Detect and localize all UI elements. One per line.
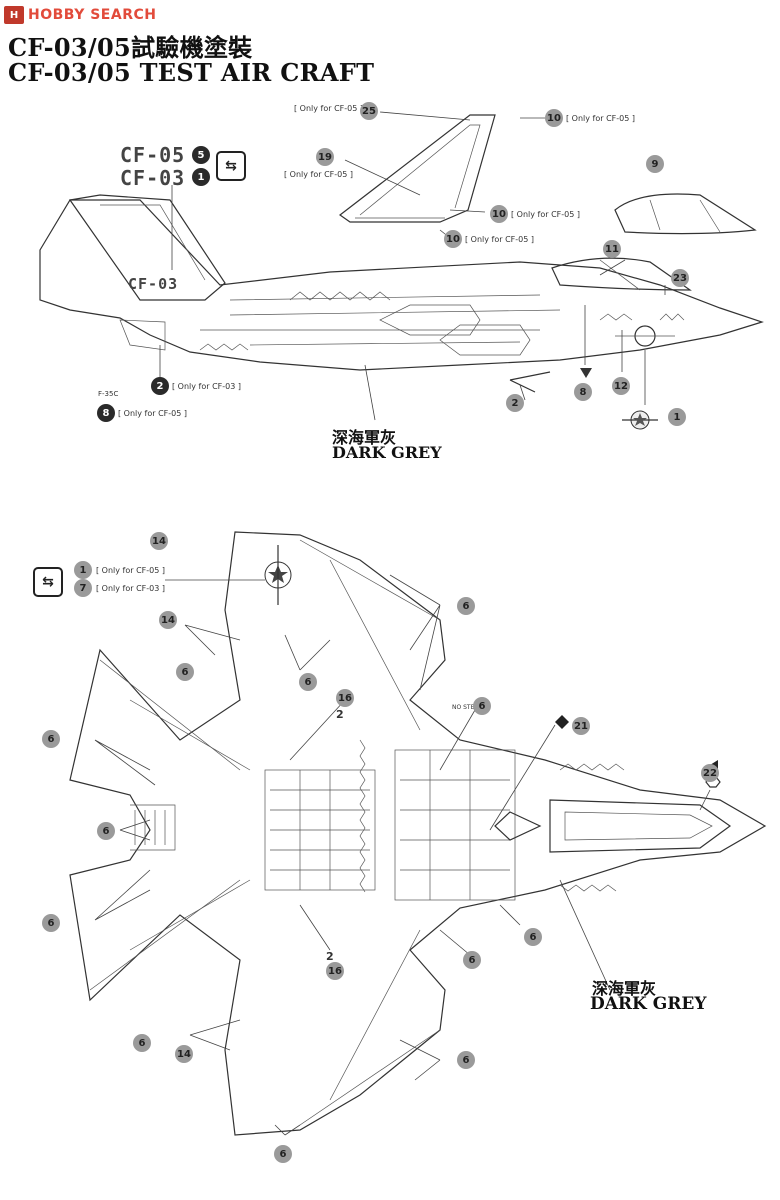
decal-number-6-mid: 6	[463, 951, 481, 969]
decal-number-14c: 14	[175, 1045, 193, 1063]
canopy-part	[614, 193, 757, 235]
code-cf03: CF-03	[120, 166, 186, 190]
decal-number-22: 22	[701, 764, 719, 782]
color-label-chinese-plan: 深海軍灰	[592, 979, 657, 998]
decal-number-1: 1	[192, 168, 210, 186]
decal-number-19: 19	[316, 148, 334, 166]
triangle-decal	[580, 368, 592, 378]
decal-number-6c: 6	[473, 697, 491, 715]
decal-number-5: 5	[192, 146, 210, 164]
title-chinese: CF-03/05試驗機塗裝	[8, 33, 253, 62]
label-2-top: 2	[336, 708, 344, 721]
decal-number-6-left3: 6	[42, 914, 60, 932]
note-only-cf05-25: [ Only for CF-05 ]	[294, 104, 363, 113]
decal-number-10c: 10	[444, 230, 462, 248]
decal-number-12: 12	[612, 377, 630, 395]
decal-number-8b: 8	[574, 383, 592, 401]
color-label-english-side: DARK GREY	[332, 443, 442, 462]
no-step-label: NO STEP	[452, 704, 479, 711]
decal-number-10a: 10	[545, 109, 563, 127]
decal-number-6b: 6	[299, 673, 317, 691]
decal-number-16-bottom: 16	[326, 962, 344, 980]
decal-number-1b: 1	[668, 408, 686, 426]
decal-number-11: 11	[603, 240, 621, 258]
title-english: CF-03/05 TEST AIR CRAFT	[8, 58, 375, 87]
decal-number-10b: 10	[490, 205, 508, 223]
roundel-decal	[622, 410, 658, 430]
decal-number-6-right-top: 6	[457, 597, 475, 615]
swap-arrows-icon-plan: ⇆	[33, 567, 63, 597]
horizontal-stabilizer-side	[338, 114, 496, 223]
label-f35c: F-35C	[98, 390, 119, 398]
note-only-cf05-19: [ Only for CF-05 ]	[284, 170, 353, 179]
decal-number-6g: 6	[274, 1145, 292, 1163]
decal-number-21: 21	[572, 717, 590, 735]
color-label-chinese-side: 深海軍灰	[332, 428, 397, 447]
decal-number-6-left1: 6	[42, 730, 60, 748]
tail-code: CF-03	[128, 275, 179, 293]
decal-number-14a: 14	[150, 532, 168, 550]
decal-number-6d: 6	[524, 928, 542, 946]
decal-number-2: 2	[151, 377, 169, 395]
plan-view-aircraft	[69, 531, 767, 1136]
decal-number-2b: 2	[506, 394, 524, 412]
decal-number-6e: 6	[133, 1034, 151, 1052]
decal-number-23: 23	[671, 269, 689, 287]
site-logo: H HOBBY SEARCH	[4, 4, 156, 26]
decal-number-14b: 14	[159, 611, 177, 629]
decal-number-6f: 6	[457, 1051, 475, 1069]
color-label-english-plan: DARK GREY	[590, 994, 707, 1014]
side-view-aircraft	[39, 194, 764, 393]
note-only-cf05-8: [ Only for CF-05 ]	[118, 409, 187, 418]
logo-badge: H	[4, 6, 24, 24]
decal-number-1-plan: 1	[74, 561, 92, 579]
decal-number-6-left2: 6	[97, 822, 115, 840]
swap-arrows-icon: ⇆	[216, 151, 246, 181]
note-only-cf05-10b: [ Only for CF-05 ]	[511, 210, 580, 219]
decal-number-9: 9	[646, 155, 664, 173]
note-only-cf03-7: [ Only for CF-03 ]	[96, 584, 165, 593]
decal-number-8: 8	[97, 404, 115, 422]
code-cf05: CF-05	[120, 143, 186, 167]
note-only-cf05-1: [ Only for CF-05 ]	[96, 566, 165, 575]
label-2-bottom: 2	[326, 950, 334, 963]
note-only-cf05-10c: [ Only for CF-05 ]	[465, 235, 534, 244]
decal-number-6a: 6	[176, 663, 194, 681]
note-only-cf05-10a: [ Only for CF-05 ]	[566, 114, 635, 123]
note-only-cf03-2: [ Only for CF-03 ]	[172, 382, 241, 391]
decal-number-25: 25	[360, 102, 378, 120]
decal-number-16-top: 16	[336, 689, 354, 707]
decal-number-7: 7	[74, 579, 92, 597]
logo-text: HOBBY SEARCH	[28, 7, 157, 23]
